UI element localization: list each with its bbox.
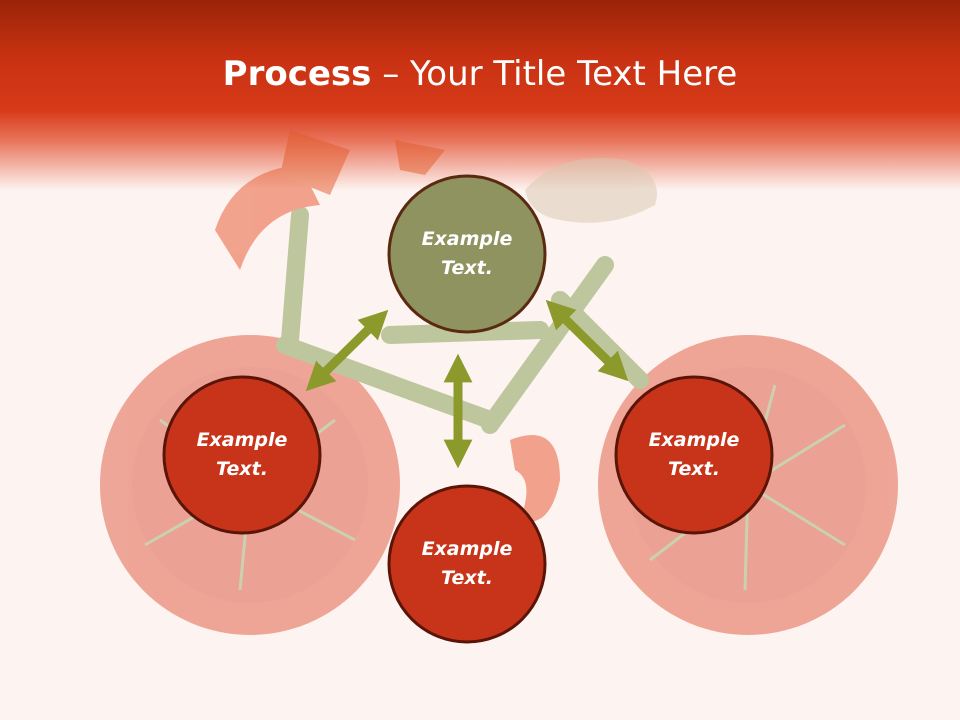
node-left-line1: Example — [196, 429, 288, 451]
node-left-line2: Text. — [216, 458, 268, 480]
node-right-label: Example Text. — [619, 426, 769, 484]
title-separator: – — [371, 54, 411, 94]
node-top-label: Example Text. — [392, 225, 542, 283]
node-bottom-line2: Text. — [441, 567, 493, 589]
node-bottom-line1: Example — [421, 538, 513, 560]
node-bottom — [387, 484, 547, 644]
page-title: Process – Your Title Text Here — [0, 52, 960, 96]
node-left — [162, 375, 322, 535]
node-top — [387, 174, 547, 334]
arrow-top-left — [305, 309, 389, 392]
title-banner — [0, 0, 960, 190]
node-top-line1: Example — [421, 228, 513, 250]
node-left-label: Example Text. — [167, 426, 317, 484]
node-right — [614, 375, 774, 535]
title-rest: Your Title Text Here — [410, 54, 738, 94]
arrow-top-right — [545, 299, 629, 382]
node-right-line1: Example — [648, 429, 740, 451]
title-bold: Process — [222, 54, 372, 94]
node-right-line2: Text. — [668, 458, 720, 480]
node-bottom-label: Example Text. — [392, 535, 542, 593]
node-top-line2: Text. — [441, 257, 493, 279]
